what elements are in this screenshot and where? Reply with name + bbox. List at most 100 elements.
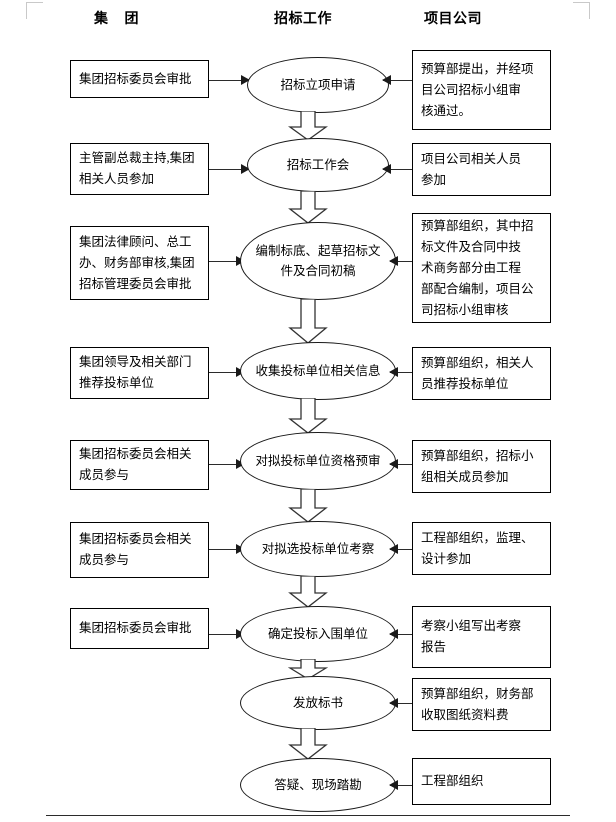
connector-right-step-7 bbox=[389, 629, 413, 639]
left-note-step-5: 集团招标委员会相关 成员参与 bbox=[70, 440, 209, 490]
connector-left-step-3 bbox=[209, 256, 245, 266]
arrow-head-icon bbox=[389, 256, 398, 266]
arrow-shaft bbox=[390, 634, 413, 635]
connector-right-step-9 bbox=[389, 780, 413, 790]
left-note-step-4: 集团领导及相关部门 推荐投标单位 bbox=[70, 347, 209, 399]
footer-divider bbox=[46, 815, 570, 816]
node-label: 对拟选投标单位考察 bbox=[261, 542, 375, 556]
connector-right-step-1 bbox=[382, 75, 413, 85]
flow-arrow-3-to-4 bbox=[288, 299, 328, 344]
arrow-head-icon bbox=[389, 544, 398, 554]
left-note-step-7: 集团招标委员会审批 bbox=[70, 608, 209, 649]
arrow-shaft bbox=[209, 634, 244, 635]
connector-left-step-1 bbox=[209, 75, 250, 85]
note-line: 工程部组织，监理、 bbox=[421, 530, 534, 545]
connector-right-step-6 bbox=[389, 544, 413, 554]
note-line: 参加 bbox=[421, 172, 447, 187]
note-line: 集团招标委员会审批 bbox=[79, 621, 192, 635]
arrow-head-icon bbox=[389, 629, 398, 639]
arrow-head-icon bbox=[382, 75, 391, 85]
column-header-project-company: 项目公司 bbox=[424, 12, 482, 27]
note-line: 报告 bbox=[421, 640, 447, 654]
crop-mark-top-right bbox=[573, 2, 590, 19]
column-header-bidding-work: 招标工作 bbox=[274, 12, 332, 27]
right-note-step-4: 预算部组织，相关人 员推荐投标单位 bbox=[412, 347, 551, 400]
process-node-step-8: 发放标书 bbox=[240, 676, 396, 730]
connector-right-step-3 bbox=[389, 256, 413, 266]
note-line: 目公司招标小组审 bbox=[421, 82, 522, 97]
note-line: 集团法律顾问、总工 bbox=[79, 234, 192, 249]
note-line: 项目公司相关人员 bbox=[421, 151, 522, 166]
note-line: 设计参加 bbox=[421, 551, 472, 566]
note-line: 术商务部分由工程 bbox=[421, 260, 522, 275]
note-line: 考察小组写出考察 bbox=[421, 619, 522, 633]
note-line: 员推荐投标单位 bbox=[421, 376, 509, 391]
left-note-step-3: 集团法律顾问、总工 办、财务部审核,集团 招标管理委员会审批 bbox=[70, 226, 209, 300]
node-label: 答疑、现场踏勘 bbox=[274, 778, 362, 792]
process-node-step-6: 对拟选投标单位考察 bbox=[240, 521, 396, 577]
note-line: 成员参与 bbox=[79, 553, 130, 567]
node-label: 编制标底、起草招标文 bbox=[255, 244, 381, 258]
flow-arrow-4-to-5 bbox=[288, 398, 328, 434]
arrow-shaft bbox=[209, 372, 244, 373]
flow-arrow-8-to-9 bbox=[288, 728, 328, 760]
right-note-step-8: 预算部组织，财务部 收取图纸资料费 bbox=[412, 678, 551, 731]
arrow-head-icon bbox=[241, 164, 250, 174]
arrow-shaft bbox=[390, 785, 413, 786]
note-line: 预算部组织，招标小 bbox=[421, 448, 534, 463]
arrow-shaft bbox=[209, 261, 244, 262]
note-line: 招标管理委员会审批 bbox=[79, 276, 192, 291]
flow-arrow-5-to-6 bbox=[288, 489, 328, 523]
arrow-shaft bbox=[383, 80, 413, 81]
process-node-step-7: 确定投标入围单位 bbox=[240, 606, 396, 662]
note-line: 标文件及合同中技 bbox=[421, 239, 522, 254]
flow-arrow-6-to-7 bbox=[288, 576, 328, 608]
connector-right-step-5 bbox=[389, 459, 413, 469]
note-line: 组相关成员参加 bbox=[421, 469, 509, 484]
node-label: 件及合同初稿 bbox=[280, 264, 356, 278]
note-line: 收取图纸资料费 bbox=[421, 707, 509, 722]
process-node-step-2: 招标工作会 bbox=[247, 138, 389, 192]
node-label: 招标工作会 bbox=[286, 158, 350, 172]
arrow-head-icon bbox=[241, 75, 250, 85]
note-line: 预算部组织，财务部 bbox=[421, 686, 534, 701]
process-node-step-4: 收集投标单位相关信息 bbox=[240, 342, 396, 400]
arrow-shaft bbox=[209, 169, 249, 170]
flow-arrow-2-to-3 bbox=[288, 191, 328, 224]
node-label: 确定投标入围单位 bbox=[267, 627, 368, 641]
crop-mark-top-left bbox=[26, 2, 43, 19]
note-line: 集团招标委员会相关 bbox=[79, 532, 192, 546]
note-line: 预算部组织，相关人 bbox=[421, 355, 534, 370]
left-note-step-2: 主管副总裁主持,集团 相关人员参加 bbox=[70, 143, 209, 195]
arrow-shaft bbox=[390, 464, 413, 465]
process-node-step-5: 对拟投标单位资格预审 bbox=[240, 432, 396, 490]
process-node-step-3: 编制标底、起草招标文 件及合同初稿 bbox=[240, 222, 396, 300]
connector-left-step-7 bbox=[209, 629, 245, 639]
note-line: 推荐投标单位 bbox=[79, 376, 155, 390]
connector-right-step-4 bbox=[389, 367, 413, 377]
arrow-shaft bbox=[383, 169, 413, 170]
arrow-head-icon bbox=[389, 780, 398, 790]
connector-left-step-6 bbox=[209, 544, 245, 554]
connector-left-step-4 bbox=[209, 367, 245, 377]
arrow-head-icon bbox=[389, 459, 398, 469]
arrow-shaft bbox=[390, 703, 413, 704]
node-label: 对拟投标单位资格预审 bbox=[255, 454, 381, 468]
connector-left-step-5 bbox=[209, 459, 245, 469]
arrow-head-icon bbox=[389, 698, 398, 708]
arrow-head-icon bbox=[389, 367, 398, 377]
arrow-shaft bbox=[209, 549, 244, 550]
note-line: 司招标小组审核 bbox=[421, 302, 509, 317]
node-label: 发放标书 bbox=[292, 696, 343, 710]
arrow-head-icon bbox=[382, 164, 391, 174]
connector-right-step-2 bbox=[382, 164, 413, 174]
right-note-step-2: 项目公司相关人员 参加 bbox=[412, 143, 551, 196]
column-header-group: 集 团 bbox=[94, 12, 139, 27]
arrow-shaft bbox=[209, 80, 249, 81]
right-note-step-6: 工程部组织，监理、 设计参加 bbox=[412, 522, 551, 575]
arrow-shaft bbox=[390, 261, 413, 262]
right-note-step-1: 预算部提出，并经项 目公司招标小组审 核通过。 bbox=[412, 50, 551, 130]
left-note-step-1: 集团招标委员会审批 bbox=[70, 60, 209, 98]
node-label: 招标立项申请 bbox=[280, 78, 356, 92]
